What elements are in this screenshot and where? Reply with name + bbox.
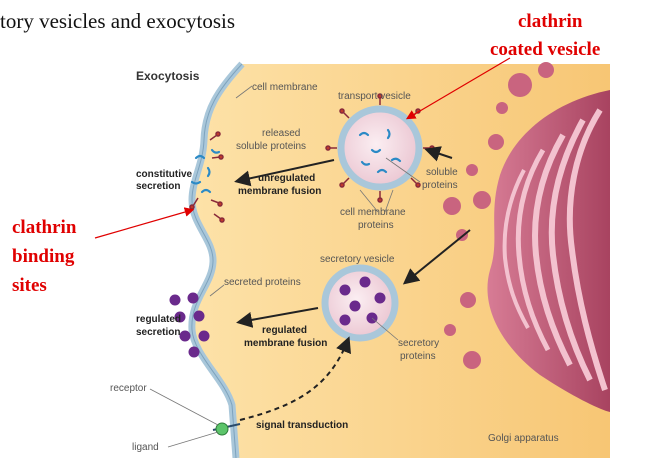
clathrin-vesicle-pointer: [405, 57, 511, 120]
label-cm-proteins-2: proteins: [358, 220, 394, 231]
clathrin-sites-label-2: binding: [12, 246, 75, 267]
label-golgi: Golgi apparatus: [488, 433, 559, 444]
label-unregulated-1: unregulated: [258, 173, 315, 184]
golgi-apparatus: [443, 62, 610, 412]
label-released-1: released: [262, 128, 300, 139]
label-released-2: soluble proteins: [236, 141, 306, 152]
label-secretory-proteins-1: secretory: [398, 338, 439, 349]
label-constitutive-2: secretion: [136, 181, 180, 192]
label-unregulated-2: membrane fusion: [238, 186, 321, 197]
label-cm-proteins-1: cell membrane: [340, 207, 406, 218]
slide-title: tory vesicles and exocytosis: [0, 9, 235, 33]
receptor-ligand: [149, 388, 241, 448]
label-soluble-1: soluble: [426, 167, 458, 178]
label-soluble-2: proteins: [422, 180, 458, 191]
label-cell-membrane: cell membrane: [252, 82, 318, 93]
label-signal-transduction: signal transduction: [256, 420, 348, 431]
released-proteins: [190, 148, 221, 194]
label-transport-vesicle: transport vesicle: [338, 91, 411, 102]
clathrin-vesicle-label-1: clathrin: [518, 11, 583, 32]
secreted-proteins: [169, 292, 210, 358]
clathrin-sites-label-1: clathrin: [12, 217, 77, 238]
label-secretory-vesicle: secretory vesicle: [320, 254, 395, 265]
leader-lines: [209, 85, 421, 341]
clathrin-sites-label-3: sites: [12, 275, 47, 296]
label-constitutive-1: constitutive: [136, 169, 193, 180]
label-regulated-secretion-2: secretion: [136, 327, 180, 338]
diagram-title: Exocytosis: [136, 69, 200, 83]
transport-vesicle: [325, 93, 435, 203]
secretory-vesicle: [321, 264, 399, 342]
label-regulated-fusion-2: membrane fusion: [244, 338, 327, 349]
label-ligand: ligand: [132, 442, 159, 453]
clathrin-vesicle-label-2: coated vesicle: [490, 39, 600, 60]
label-regulated-secretion-1: regulated: [136, 314, 181, 325]
label-receptor: receptor: [110, 383, 147, 394]
label-regulated-fusion-1: regulated: [262, 325, 307, 336]
clathrin-sites-pointer: [94, 207, 195, 239]
process-arrows: [234, 146, 471, 421]
label-secretory-proteins-2: proteins: [400, 351, 436, 362]
label-secreted-proteins: secreted proteins: [224, 277, 301, 288]
